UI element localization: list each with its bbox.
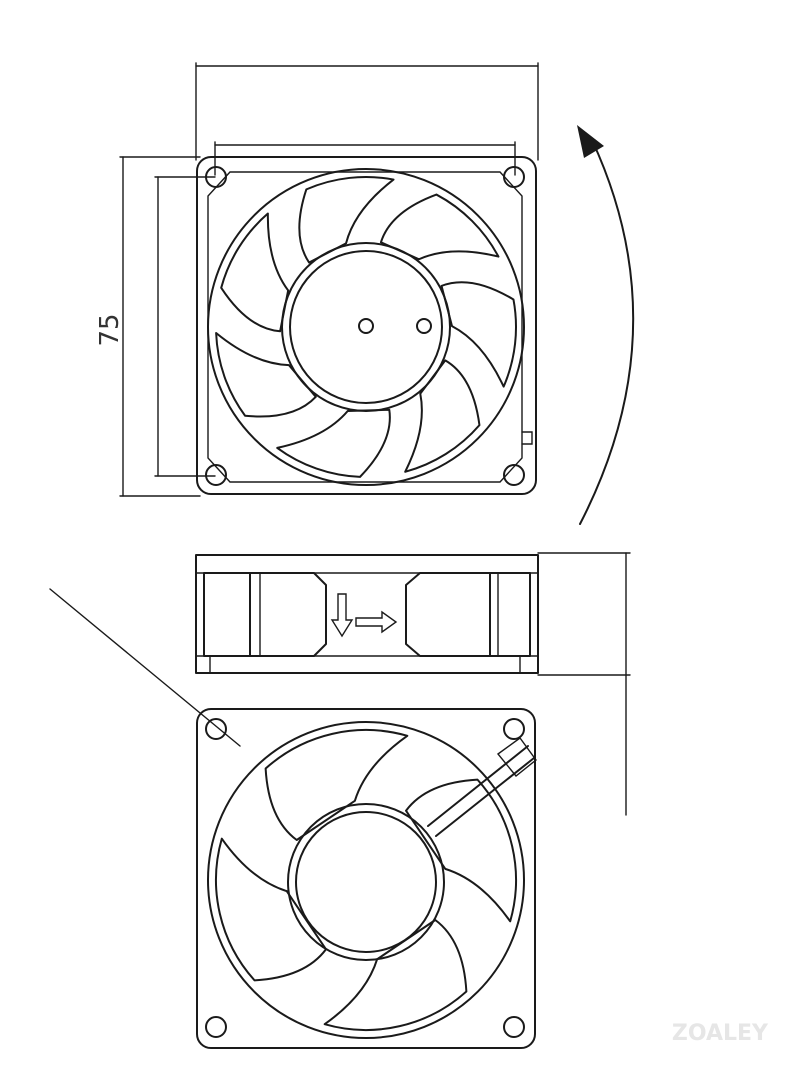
wire-channel	[427, 745, 535, 837]
right-arrow-icon	[355, 610, 398, 634]
dimension-label: 75	[95, 313, 125, 346]
down-arrow-icon	[330, 593, 354, 638]
rotation-direction-arrow	[577, 125, 635, 525]
rear-blade	[264, 729, 409, 841]
mounting-hole	[503, 464, 525, 486]
rear-blade	[323, 919, 468, 1031]
rear-frame	[196, 708, 536, 1049]
fan-blade	[298, 176, 395, 264]
mounting-hole	[205, 166, 227, 188]
fan-blade	[220, 212, 290, 333]
fan-blade	[276, 408, 391, 478]
hub-hole	[416, 318, 432, 334]
fan-blade	[440, 281, 517, 388]
mounting-hole	[503, 1016, 525, 1038]
mounting-hole	[205, 718, 227, 740]
front-venturi	[207, 168, 525, 486]
rear-blade	[215, 837, 327, 982]
rear-blades	[215, 729, 517, 1031]
rear-view	[196, 708, 537, 1049]
front-view: 75	[95, 62, 539, 497]
rear-venturi	[207, 721, 525, 1039]
arrow-head-icon	[577, 125, 604, 158]
overall-width-dimension	[195, 62, 539, 161]
fan-blade	[379, 193, 500, 261]
fan-blade	[215, 331, 317, 418]
watermark: ZOALEY	[672, 1021, 769, 1046]
side-frame	[195, 554, 539, 674]
hole-spacing-dimension	[214, 141, 516, 176]
rear-hub	[287, 803, 445, 961]
fan-blades	[215, 176, 517, 478]
rear-blade	[405, 778, 517, 923]
mounting-hole	[205, 464, 227, 486]
fan-hub	[281, 242, 451, 412]
hub-hole	[358, 318, 374, 334]
mounting-hole	[503, 718, 525, 740]
mounting-hole	[503, 166, 525, 188]
leader-line	[49, 588, 241, 747]
height-dimension	[119, 156, 216, 497]
front-frame	[196, 156, 537, 495]
mounting-hole	[205, 1016, 227, 1038]
side-view	[195, 552, 631, 816]
fan-blade	[404, 359, 481, 473]
